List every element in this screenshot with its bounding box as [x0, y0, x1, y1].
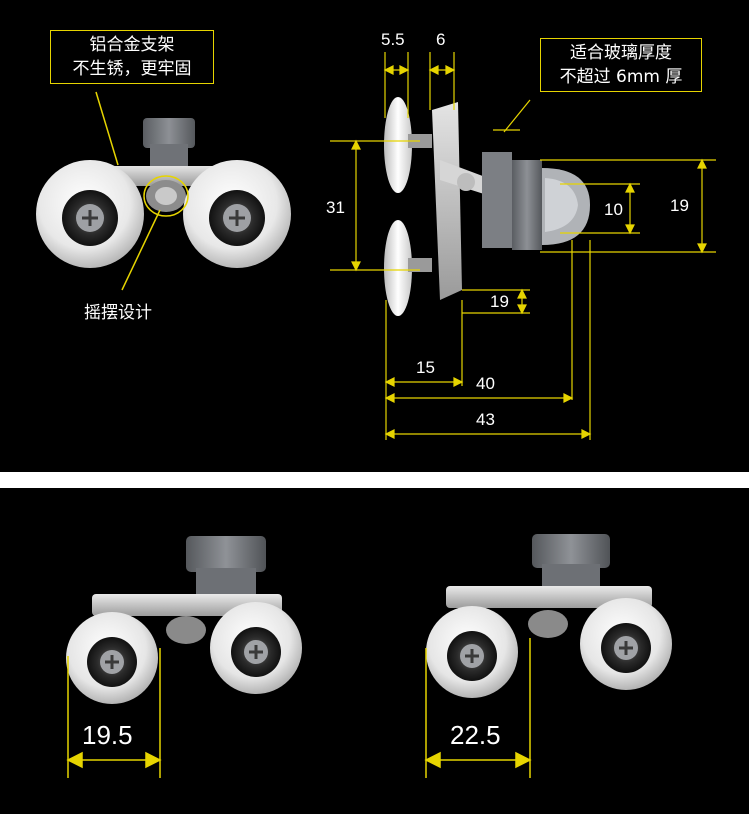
- dim-label-31: 31: [326, 198, 345, 217]
- top-product-illustration: [36, 52, 716, 440]
- front-roller-photo: [36, 91, 291, 291]
- glass-thickness-callout: 适合玻璃厚度 不超过 6mm 厚: [540, 38, 702, 92]
- bottom-product-panel: 19.5 22.5: [0, 488, 749, 814]
- dim-label-10: 10: [604, 200, 623, 219]
- material-callout: 铝合金支架 不生锈，更牢固: [50, 30, 214, 84]
- roller-19-5-photo: [66, 536, 302, 704]
- dim-label-22-5: 22.5: [450, 720, 501, 750]
- bottom-product-illustration: [66, 534, 672, 778]
- glass-callout-line2: 不超过 6mm 厚: [559, 67, 683, 87]
- dim-label-5-5: 5.5: [381, 30, 405, 49]
- dim-label-19-small: 19: [490, 292, 509, 311]
- side-roller-photo: [384, 97, 590, 316]
- bottom-dimension-lines: [66, 638, 532, 778]
- material-callout-line1: 铝合金支架: [89, 35, 175, 55]
- top-product-panel: 铝合金支架 不生锈，更牢固 适合玻璃厚度 不超过 6mm 厚 摇摆设计 5.5 …: [0, 0, 749, 472]
- material-callout-line2: 不生锈，更牢固: [72, 59, 192, 79]
- swing-design-caption: 摇摆设计: [84, 303, 152, 323]
- glass-callout-line1: 适合玻璃厚度: [570, 43, 672, 63]
- dimension-lines: [330, 52, 716, 440]
- dim-label-15: 15: [416, 358, 435, 377]
- dim-label-40: 40: [476, 374, 495, 393]
- roller-22-5-photo: [426, 534, 672, 698]
- dim-label-19-5: 19.5: [82, 720, 133, 750]
- dim-label-19-right: 19: [670, 196, 689, 215]
- dim-label-6: 6: [436, 30, 446, 49]
- dim-label-43: 43: [476, 410, 495, 429]
